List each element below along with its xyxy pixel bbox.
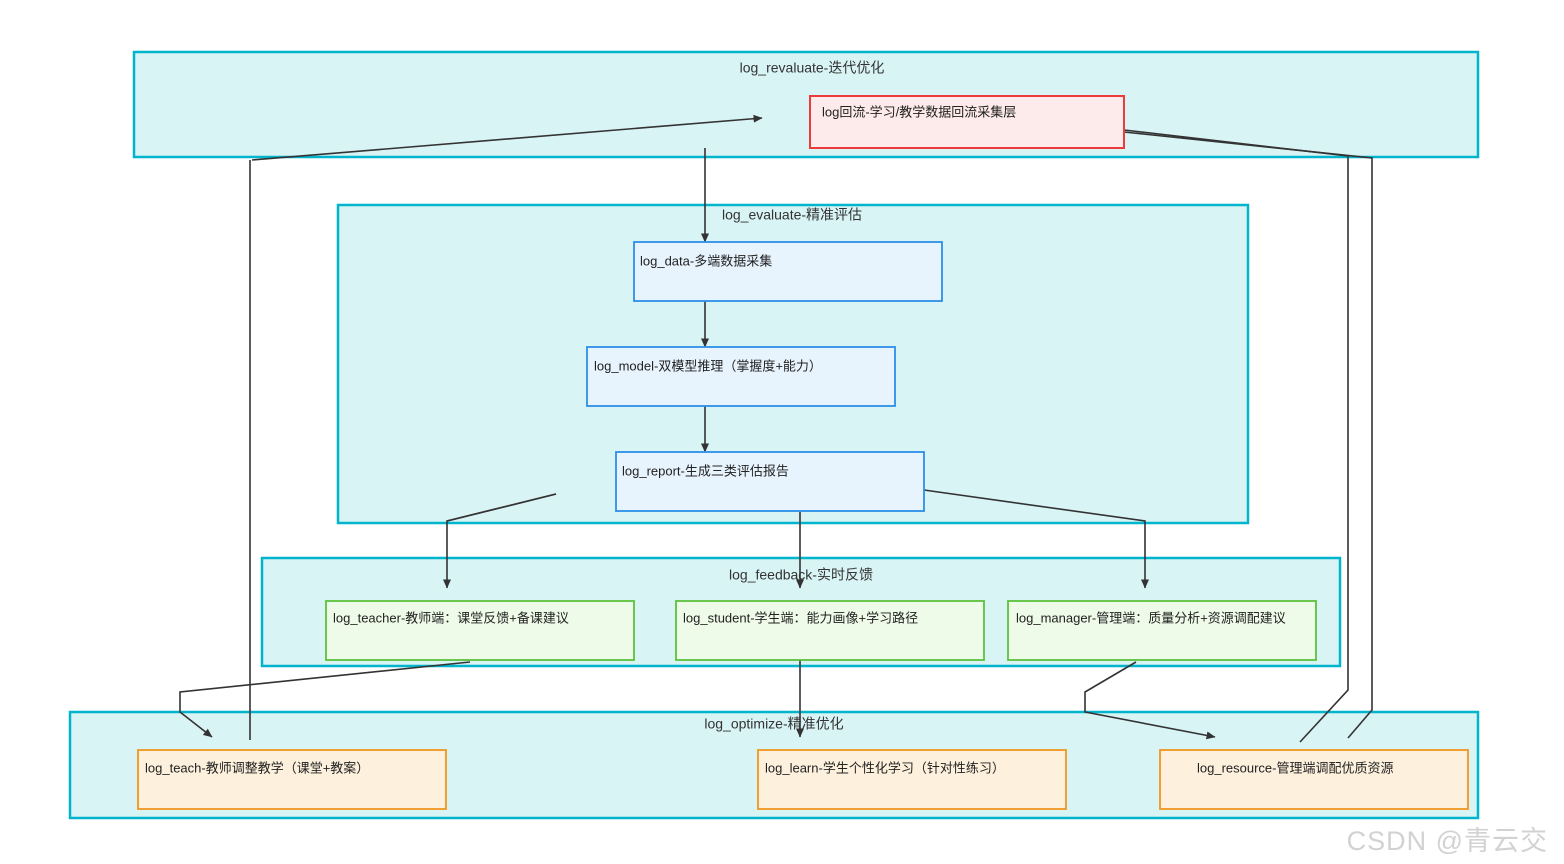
node-box-log_student[interactable]: [675, 600, 985, 661]
node-box-log_teach[interactable]: [137, 749, 447, 810]
node-label-log_resource: log_resource-管理端调配优质资源: [1197, 760, 1394, 775]
node-label-log_backflow: log回流-学习/教学数据回流采集层: [822, 104, 1016, 119]
node-box-log_model[interactable]: [586, 346, 896, 407]
cluster-label-revaluate: log_revaluate-迭代优化: [740, 60, 885, 76]
node-log_teacher[interactable]: log_teacher-教师端：课堂反馈+备课建议: [325, 600, 635, 661]
node-log_data[interactable]: log_data-多端数据采集: [633, 241, 943, 302]
cluster-label-evaluate: log_evaluate-精准评估: [722, 207, 862, 223]
node-box-log_report[interactable]: [615, 451, 925, 512]
node-log_model[interactable]: log_model-双模型推理（掌握度+能力）: [586, 346, 896, 407]
edge-layer: [179, 114, 1373, 743]
node-label-log_learn: log_learn-学生个性化学习（针对性练习）: [765, 760, 1005, 775]
node-box-log_manager[interactable]: [1007, 600, 1317, 661]
node-label-log_data: log_data-多端数据采集: [640, 253, 772, 268]
edge-report-side-branch: [446, 493, 557, 522]
edge-report-to-manager: [923, 489, 1149, 589]
csdn-watermark: CSDN @青云交: [1346, 826, 1548, 856]
node-log_resource[interactable]: log_resource-管理端调配优质资源: [1159, 749, 1469, 810]
cluster-label-layer: log_revaluate-迭代优化 log_evaluate-精准评估 log_f…: [704, 60, 884, 732]
cluster-revaluate: [132, 50, 1480, 159]
node-label-log_teach: log_teach-教师调整教学（课堂+教案）: [145, 760, 369, 775]
node-box-log_teacher[interactable]: [325, 600, 635, 661]
node-box-log_backflow[interactable]: [809, 95, 1125, 149]
node-log_student[interactable]: log_student-学生端：能力画像+学习路径: [675, 600, 985, 661]
node-label-log_student: log_student-学生端：能力画像+学习路径: [683, 610, 918, 625]
node-layer: log回流-学习/教学数据回流采集层 log_data-多端数据采集 log_mod…: [137, 95, 1469, 810]
node-log_learn[interactable]: log_learn-学生个性化学习（针对性练习）: [757, 749, 1067, 810]
node-label-log_teacher: log_teacher-教师端：课堂反馈+备课建议: [333, 610, 569, 625]
edge-manager-to-resource: [1084, 661, 1216, 740]
node-log_backflow[interactable]: log回流-学习/教学数据回流采集层: [809, 95, 1125, 149]
node-label-log_report: log_report-生成三类评估报告: [622, 463, 789, 478]
cluster-label-optimize: log_optimize-精准优化: [704, 716, 843, 732]
node-label-log_manager: log_manager-管理端：质量分析+资源调配建议: [1016, 610, 1286, 625]
node-box-log_learn[interactable]: [757, 749, 1067, 810]
edge-teacher-to-teach: [179, 661, 471, 738]
node-log_manager[interactable]: log_manager-管理端：质量分析+资源调配建议: [1007, 600, 1317, 661]
edge-optimize-arrow-in: [251, 114, 763, 161]
node-log_report[interactable]: log_report-生成三类评估报告: [615, 451, 925, 512]
node-log_teach[interactable]: log_teach-教师调整教学（课堂+教案）: [137, 749, 447, 810]
cluster-label-feedback: log_feedback-实时反馈: [729, 567, 873, 583]
node-box-log_resource[interactable]: [1159, 749, 1469, 810]
edge-backflow-right-2: [1123, 131, 1373, 739]
cluster-layer: [68, 50, 1480, 820]
node-label-log_model: log_model-双模型推理（掌握度+能力）: [594, 358, 822, 373]
node-box-log_data[interactable]: [633, 241, 943, 302]
